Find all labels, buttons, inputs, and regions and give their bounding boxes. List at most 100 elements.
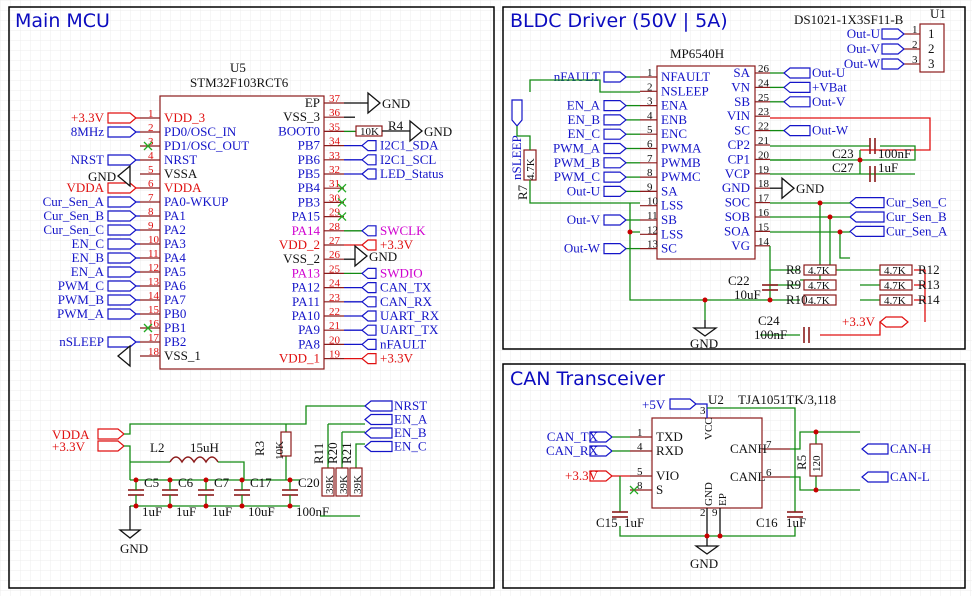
can-frame — [502, 363, 966, 589]
r20-resistor[interactable] — [335, 467, 349, 497]
r5-resistor[interactable] — [809, 443, 823, 477]
no-connect-marker — [629, 485, 639, 495]
net-flag — [361, 239, 377, 251]
u5-pin-number: 14 — [148, 290, 160, 302]
no-connect-marker — [337, 183, 347, 193]
u5-right-net-label: LED_Status — [380, 166, 444, 181]
net-flag — [361, 338, 377, 350]
net-flag — [849, 211, 885, 223]
r3-resistor[interactable] — [280, 431, 292, 457]
net-flag — [861, 443, 889, 455]
u5-pin-name: VDD_2 — [279, 237, 320, 252]
r4-resistor[interactable]: 10K R4 GND — [355, 118, 452, 143]
u5-pin-number: 35 — [329, 121, 341, 133]
r11-resistor[interactable] — [321, 467, 335, 497]
mp6540-pin-number: 3 — [647, 96, 653, 108]
power-gnd-label: GND — [120, 541, 148, 556]
u2-gnd-label: GND — [703, 482, 715, 506]
r11-ref: R11 — [311, 443, 326, 464]
r21-resistor[interactable] — [349, 467, 363, 497]
junction-dot — [133, 477, 139, 483]
c24-value: 100nF — [754, 327, 787, 342]
net-flag — [361, 310, 377, 322]
resistor[interactable] — [879, 264, 913, 276]
bldc-frame — [502, 6, 966, 350]
u5-pin-name: PB4 — [298, 180, 321, 195]
net-flag — [364, 427, 393, 439]
mp6540-pin-number: 15 — [758, 221, 770, 233]
net-flag — [107, 280, 137, 292]
c23-value: 100nF — [878, 146, 911, 161]
net-flag — [361, 267, 377, 279]
mp6540-left-net-label: PWM_B — [554, 155, 601, 170]
mp6540-pin-number: 5 — [647, 124, 653, 136]
v33-flag — [879, 316, 909, 328]
resistor[interactable] — [803, 279, 837, 291]
mp6540-part: MP6540H — [670, 46, 724, 61]
mp6540-pin-name: SOB — [725, 209, 751, 224]
u5-pin-name: PA6 — [164, 278, 186, 293]
u5-pin-number: 2 — [148, 122, 154, 134]
junction-dot — [627, 229, 633, 235]
junction-dot — [287, 477, 293, 483]
r7-value: 4.7K — [525, 158, 537, 180]
mp6540-pin-name: SA — [661, 183, 678, 198]
u5-left-net-label: Cur_Sen_B — [43, 208, 104, 223]
c16-ref: C16 — [756, 515, 778, 530]
u5-pin-number: 15 — [148, 304, 160, 316]
u5-pin-number: 37 — [329, 93, 341, 105]
plus5v-label: +5V — [642, 397, 666, 412]
u5-pin-number: 17 — [148, 332, 160, 344]
c27-value: 1uF — [878, 160, 898, 175]
u2-ep-label: EP — [717, 493, 729, 506]
mp6540-pin-number: 7 — [647, 153, 653, 165]
u5-pin-number: 16 — [148, 318, 160, 330]
bldc-gnd-label: GND — [690, 336, 718, 351]
resistor[interactable] — [803, 264, 837, 276]
mcu-power-net-label: EN_C — [394, 439, 427, 454]
u5-pin-name: PB6 — [298, 152, 321, 167]
mcu-power-net-label: NRST — [394, 398, 427, 413]
mp6540-pin-name: VG — [731, 238, 750, 253]
mp6540-pin-name: CP2 — [728, 137, 750, 152]
net-flag — [107, 238, 137, 250]
net-flag — [361, 140, 377, 152]
net-flag — [364, 413, 393, 426]
r11-value: 39K — [324, 475, 336, 494]
net-flag — [783, 124, 811, 137]
mp6540-pin-name: SOA — [724, 223, 751, 238]
u5-right-net-label: UART_RX — [380, 308, 440, 323]
resistor[interactable] — [803, 294, 837, 306]
gnd-symbol — [694, 508, 721, 555]
u2-net-label: CAN_RX — [546, 443, 599, 458]
u5-pin-number: 6 — [148, 178, 154, 190]
u5-pin-name: EP — [305, 95, 320, 110]
u5-pin-name: PA4 — [164, 250, 186, 265]
mp6540-pin-number: 17 — [758, 193, 770, 205]
net-flag — [783, 96, 811, 108]
v33-net-label: +3.3V — [52, 439, 86, 454]
u5-pin-number: 10 — [148, 234, 160, 246]
resistor[interactable] — [879, 279, 913, 291]
resistor[interactable] — [879, 294, 913, 306]
mp6540-left-net-label: Out-U — [567, 183, 601, 198]
mp6540-pin-name: SC — [661, 241, 677, 256]
u5-pin-name: VSSA — [164, 166, 198, 181]
cap-value: 1uF — [176, 504, 196, 519]
u5-pin-name: PB1 — [164, 320, 186, 335]
net-flag — [361, 168, 377, 180]
u5-pin-number: 8 — [148, 206, 154, 218]
u5-pin-name: PA2 — [164, 222, 186, 237]
u5-pin-number: 32 — [329, 164, 340, 176]
mp6540-pin-name: ENB — [661, 112, 687, 127]
u5-left-net-label: PWM_B — [58, 292, 105, 307]
l2-inductor[interactable] — [169, 456, 219, 464]
u5-pin-number: 25 — [329, 263, 341, 275]
net-flag — [881, 43, 905, 55]
resistor-value: 4.7K — [808, 265, 830, 277]
u5-pin-number: 11 — [148, 248, 159, 260]
